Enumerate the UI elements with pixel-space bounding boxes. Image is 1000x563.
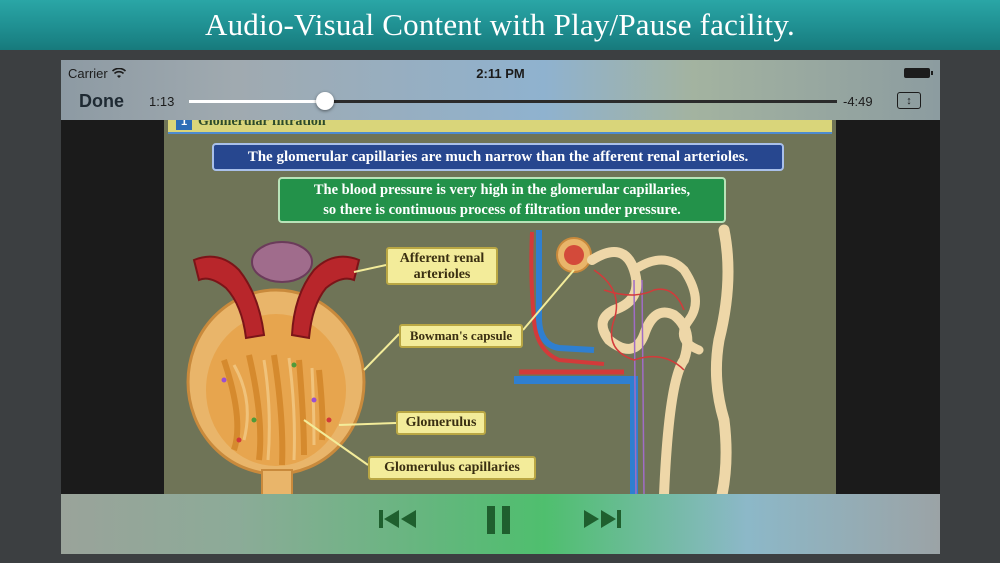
battery-icon (904, 68, 933, 78)
player-top-bar: Carrier 2:11 PM Done 1:13 -4:49 ↕ (61, 60, 940, 120)
scrubber-knob[interactable] (316, 92, 335, 110)
label-glomerulus: Glomerulus (396, 411, 486, 435)
banner-title: Audio-Visual Content with Play/Pause fac… (205, 7, 795, 42)
label-glomerulus-capillaries: Glomerulus capillaries (368, 456, 536, 480)
pointer-lines (303, 264, 575, 466)
label-bowmans-capsule: Bowman's capsule (399, 324, 523, 348)
next-button[interactable] (581, 508, 621, 535)
pause-button[interactable] (486, 506, 512, 539)
previous-button[interactable] (379, 508, 419, 535)
glomerulus-illustration (186, 241, 366, 495)
slide-header: 1 Glomerular filtration (168, 120, 832, 134)
progress-scrubber[interactable] (189, 92, 837, 110)
remaining-time: -4:49 (843, 94, 873, 109)
wifi-icon (111, 68, 126, 78)
label-afferent-arterioles: Afferent renal arterioles (386, 247, 498, 285)
skip-back-icon (379, 510, 416, 528)
slide-heading: Glomerular filtration (198, 120, 326, 129)
caption-narrow-capillaries: The glomerular capillaries are much narr… (212, 143, 784, 171)
elapsed-time: 1:13 (149, 94, 175, 109)
video-player: Carrier 2:11 PM Done 1:13 -4:49 ↕ (61, 60, 940, 554)
player-controls-bar (61, 494, 940, 554)
label-afferent-line-1: Afferent renal (399, 251, 485, 266)
label-afferent-line-2: arterioles (413, 267, 471, 282)
kidney-diagram (186, 224, 734, 495)
skip-forward-icon (584, 510, 621, 528)
slide-number: 1 (176, 120, 192, 130)
progress-fill (189, 100, 326, 103)
status-time: 2:11 PM (476, 66, 525, 81)
pause-icon (487, 506, 510, 534)
carrier-label: Carrier (68, 66, 108, 81)
nephron-illustration (514, 224, 734, 495)
status-carrier: Carrier (68, 66, 126, 81)
expand-vertical-icon: ↕ (906, 94, 912, 107)
caption-blood-pressure: The blood pressure is very high in the g… (278, 177, 726, 223)
video-frame[interactable]: 1 Glomerular filtration The glomerular c… (164, 120, 836, 495)
aspect-toggle-button[interactable]: ↕ (897, 92, 921, 109)
caption-line-1: The blood pressure is very high in the g… (313, 182, 691, 198)
banner: Audio-Visual Content with Play/Pause fac… (0, 0, 1000, 50)
done-button[interactable]: Done (79, 91, 124, 111)
caption-line-2: so there is continuous process of filtra… (323, 202, 681, 218)
